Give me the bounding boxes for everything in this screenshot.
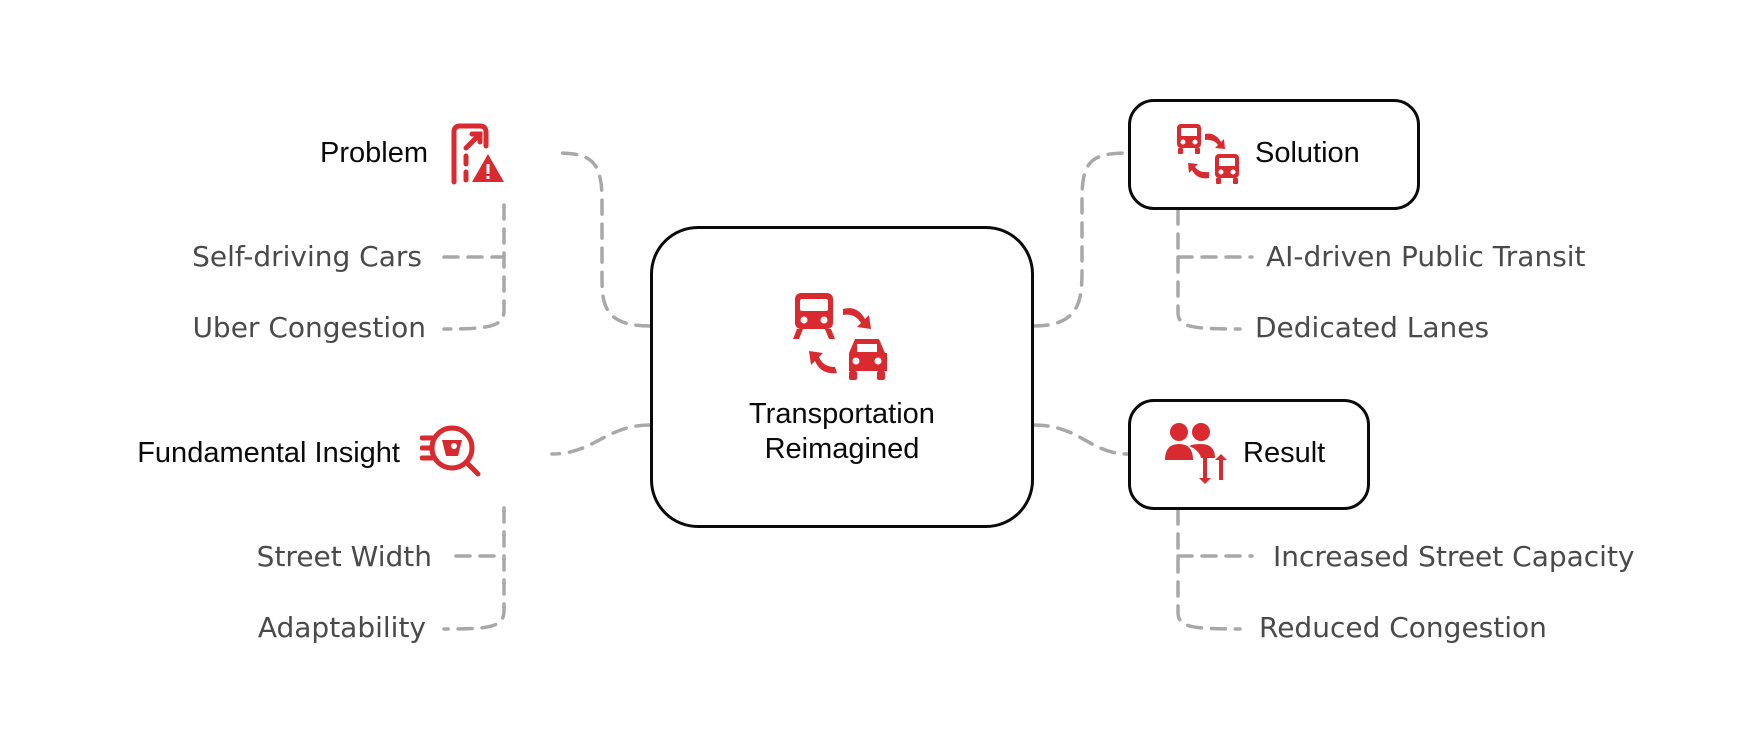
connector-insight (550, 423, 652, 456)
connector-insight-leaves (442, 506, 506, 631)
connector-result (1032, 423, 1130, 456)
connector-result-leaves (1176, 508, 1242, 631)
center-node: Transportation Reimagined (650, 226, 1034, 528)
result-label: Result (1243, 437, 1326, 469)
problem-label: Problem (320, 137, 428, 169)
solution-node: Solution (1128, 99, 1420, 210)
connector-solution-leaves (1176, 208, 1242, 331)
center-title-line2: Reimagined (764, 433, 920, 465)
search-insight-icon (420, 425, 481, 477)
connector-solution (1032, 151, 1130, 328)
connector-problem-leaves (442, 203, 506, 331)
road-warning-icon (451, 123, 504, 185)
problem-leaf-2: Uber Congestion (192, 311, 426, 344)
result-leaf-1: Increased Street Capacity (1273, 540, 1635, 573)
result-node: Result (1128, 399, 1370, 510)
center-title-line1: Transportation (749, 398, 935, 430)
insight-label: Fundamental Insight (137, 437, 400, 469)
people-up-down-icon (1165, 423, 1227, 484)
solution-label: Solution (1255, 137, 1360, 169)
result-leaf-2: Reduced Congestion (1259, 611, 1547, 644)
insight-leaf-2: Adaptability (257, 611, 426, 644)
center-title: Transportation Reimagined (653, 397, 1031, 467)
bus-swap-icon (1177, 124, 1239, 184)
problem-leaf-1: Self-driving Cars (192, 240, 422, 273)
bus-car-swap-icon (793, 293, 887, 380)
connector-problem (554, 151, 652, 328)
solution-leaf-2: Dedicated Lanes (1255, 311, 1490, 344)
solution-leaf-1: AI-driven Public Transit (1266, 240, 1586, 273)
insight-leaf-1: Street Width (256, 540, 432, 573)
